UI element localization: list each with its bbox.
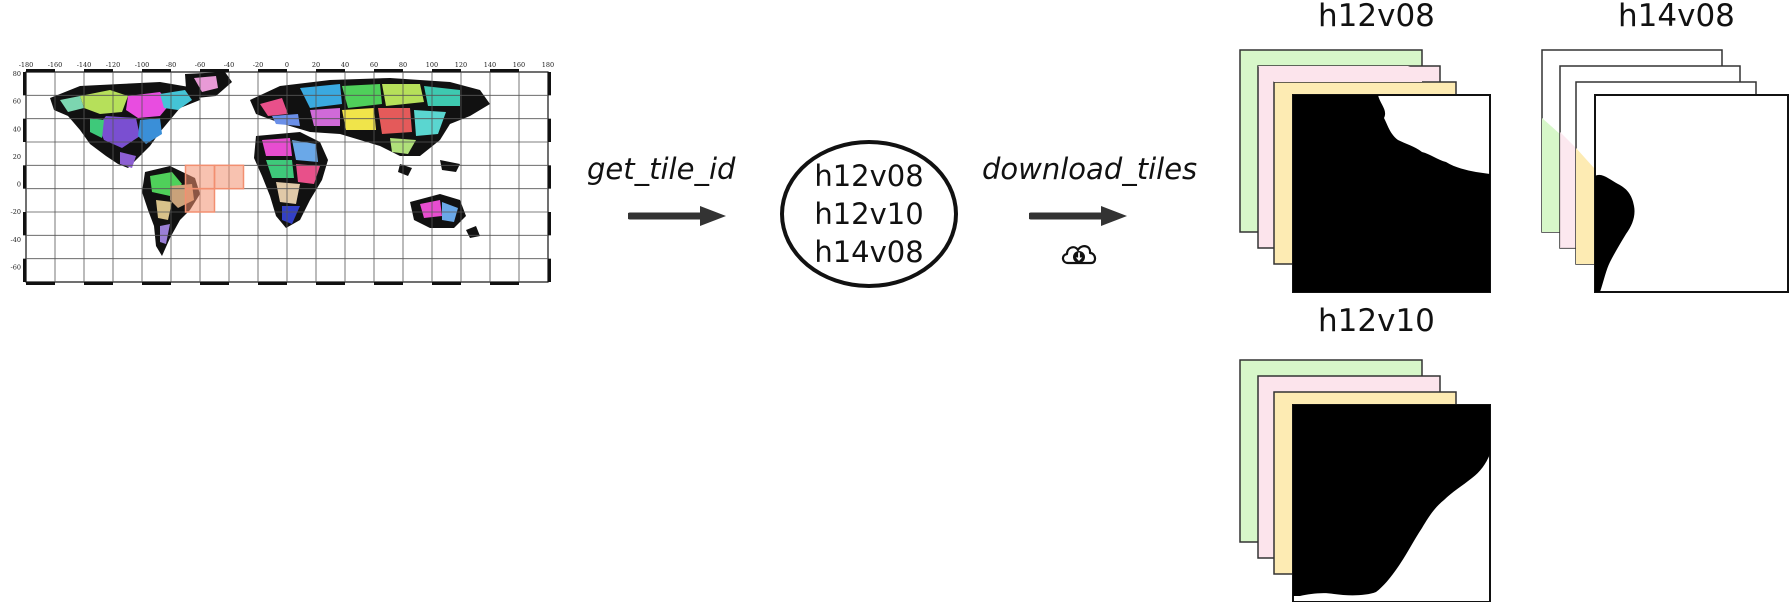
lon-tick-label: -20: [253, 61, 263, 69]
lon-tick-label: -160: [48, 61, 63, 69]
world-map: -180 -160 -140 -120 -100 -80 -60 -40 -20 0 20 40 60 8…: [10, 60, 562, 294]
tile-title-h12v08: h12v08: [1318, 0, 1435, 34]
lat-tick-label: 40: [13, 125, 21, 133]
tile-id-list: h12v08 h12v10 h14v08: [780, 140, 958, 288]
highlighted-tiles: [184, 164, 245, 213]
lon-tick-label: 160: [513, 61, 525, 69]
tile-stack-h12v08: [1239, 49, 1491, 293]
tile-stack-h14v08: [1541, 49, 1789, 293]
lat-tick-label: 80: [13, 70, 21, 78]
lon-tick-label: 100: [426, 61, 438, 69]
arrow-right-icon: [628, 206, 726, 226]
lon-tick-label: -180: [19, 61, 34, 69]
highlighted-tile: [213, 164, 245, 190]
lat-tick-label: -40: [11, 236, 21, 244]
lon-tick-label: -120: [106, 61, 121, 69]
highlighted-tile: [184, 164, 216, 190]
lat-tick-label: 0: [17, 181, 21, 189]
tile-id-item: h12v10: [814, 197, 924, 231]
tile-stack-h12v10: [1239, 359, 1491, 602]
lon-tick-label: 0: [285, 61, 289, 69]
lon-tick-label: 120: [455, 61, 467, 69]
lat-tick-label: -60: [11, 263, 21, 271]
tile-title-h12v10: h12v10: [1318, 303, 1435, 339]
tile-landmass: [1293, 95, 1490, 292]
map-border: [23, 69, 551, 285]
highlighted-tile: [184, 187, 216, 213]
lon-tick-label: 180: [542, 61, 554, 69]
islands: [398, 160, 460, 176]
lon-tick-label: 40: [341, 61, 349, 69]
lon-tick-label: -80: [166, 61, 176, 69]
tile-title-h14v08: h14v08: [1618, 0, 1735, 34]
lat-tick-label: 60: [13, 98, 21, 106]
lon-tick-label: -40: [224, 61, 234, 69]
lon-tick-label: 60: [370, 61, 378, 69]
lat-tick-label: 20: [13, 153, 21, 161]
lon-tick-label: 20: [312, 61, 320, 69]
map-grid: [26, 72, 548, 282]
lon-tick-label: -100: [135, 61, 150, 69]
tile-id-item: h14v08: [814, 235, 924, 269]
tile-id-item: h12v08: [814, 159, 924, 193]
cloud-download-icon: [1061, 245, 1097, 265]
lon-tick-label: -60: [195, 61, 205, 69]
tile-landmass: [1293, 405, 1490, 596]
map-ticks: -180 -160 -140 -120 -100 -80 -60 -40 -20 0 20 40 60 8…: [11, 61, 555, 271]
lat-tick-label: -20: [11, 208, 21, 216]
lon-tick-label: -140: [77, 61, 92, 69]
world-map-svg: -180 -160 -140 -120 -100 -80 -60 -40 -20 0 20 40 60 8…: [11, 61, 555, 285]
lon-tick-label: 80: [399, 61, 407, 69]
download-tiles-label: download_tiles: [982, 152, 1198, 186]
tile-landmass: [1595, 174, 1635, 292]
get-tile-id-label: get_tile_id: [587, 152, 736, 186]
north-america: [50, 82, 200, 168]
lon-tick-label: 140: [484, 61, 496, 69]
arrow-right-icon: [1029, 206, 1127, 226]
